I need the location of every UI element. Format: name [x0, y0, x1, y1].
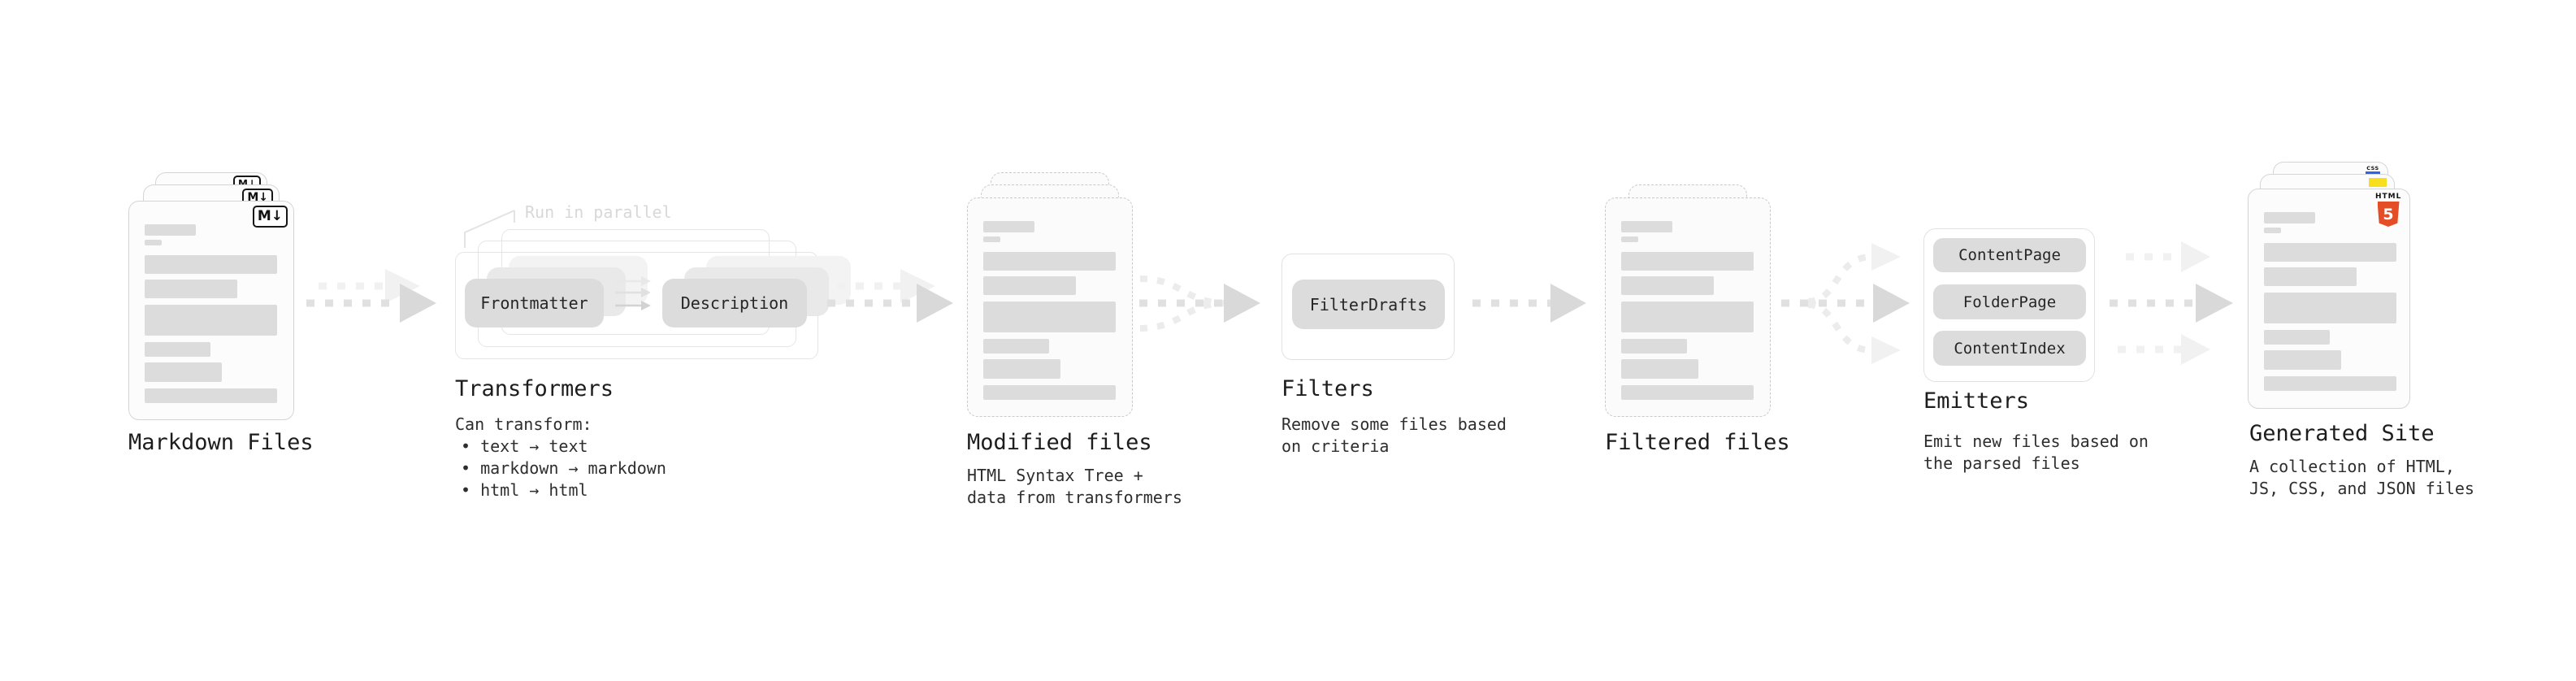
- file-card-front: HTML 5: [2248, 189, 2410, 409]
- run-in-parallel-note: Run in parallel: [525, 202, 672, 222]
- text-line-placeholder: [145, 240, 162, 245]
- text-line-placeholder: [1621, 276, 1714, 295]
- filters-desc: Remove some files based on criteria: [1281, 414, 1507, 458]
- html5-icon: HTML 5: [2375, 193, 2401, 227]
- text-line-placeholder: [2264, 267, 2357, 286]
- text-line-placeholder: [145, 362, 222, 382]
- filters-label: Filters: [1281, 376, 1374, 401]
- emitters-label: Emitters: [1923, 388, 2030, 414]
- desc-line: • markdown → markdown: [461, 458, 666, 478]
- text-line-placeholder: [2264, 293, 2396, 323]
- filters-box: [1281, 254, 1455, 360]
- desc-line: Emit new files based on: [1923, 432, 2149, 451]
- text-line-placeholder: [145, 305, 277, 336]
- css3-icon: CSS: [2366, 165, 2380, 175]
- file-card-front: M↓: [128, 201, 294, 420]
- generated-site-desc: A collection of HTML, JS, CSS, and JSON …: [2249, 456, 2474, 500]
- text-line-placeholder: [983, 221, 1034, 232]
- text-line-placeholder: [1621, 359, 1698, 379]
- markdown-icon: M↓: [252, 206, 288, 228]
- text-line-placeholder: [2264, 228, 2281, 233]
- transformers-label: Transformers: [455, 376, 614, 401]
- desc-line: the parsed files: [1923, 453, 2080, 473]
- text-line-placeholder: [1621, 385, 1754, 400]
- modified-files-label: Modified files: [967, 430, 1152, 455]
- desc-line: Remove some files based: [1281, 414, 1507, 434]
- text-line-placeholder: [2264, 350, 2341, 370]
- desc-line: on criteria: [1281, 436, 1390, 456]
- file-card-front: [1605, 197, 1771, 417]
- text-line-placeholder: [1621, 221, 1672, 232]
- text-line-placeholder: [983, 359, 1060, 379]
- desc-line: HTML Syntax Tree +: [967, 466, 1143, 485]
- text-line-placeholder: [1621, 252, 1754, 271]
- transformer-description-pill: Description: [662, 279, 807, 327]
- desc-line: Can transform:: [455, 414, 592, 434]
- text-line-placeholder: [2264, 212, 2315, 223]
- desc-line: A collection of HTML,: [2249, 457, 2455, 476]
- arrow-filtered-to-emitters-diverge: [1781, 243, 1910, 364]
- text-line-placeholder: [983, 385, 1116, 400]
- emitter-contentpage-pill: ContentPage: [1933, 238, 2086, 272]
- text-line-placeholder: [2264, 376, 2396, 391]
- desc-line: JS, CSS, and JSON files: [2249, 479, 2474, 498]
- text-line-placeholder: [983, 252, 1116, 271]
- text-line-placeholder: [1621, 339, 1687, 354]
- desc-line: • html → html: [461, 480, 588, 500]
- text-line-placeholder: [983, 236, 1000, 242]
- transformers-desc: Can transform: • text → text • markdown …: [455, 414, 666, 501]
- transformer-frontmatter-pill: Frontmatter: [465, 279, 604, 327]
- arrow-emitters-to-site-triple: [2110, 241, 2233, 365]
- text-line-placeholder: [2264, 243, 2396, 262]
- emitters-desc: Emit new files based on the parsed files: [1923, 431, 2149, 475]
- modified-files-desc: HTML Syntax Tree + data from transformer…: [967, 465, 1182, 509]
- text-line-placeholder: [145, 388, 277, 403]
- text-line-placeholder: [983, 301, 1116, 332]
- desc-line: • text → text: [461, 436, 588, 456]
- text-line-placeholder: [145, 224, 196, 236]
- text-line-placeholder: [1621, 301, 1754, 332]
- emitters-box: [1923, 228, 2095, 382]
- text-line-placeholder: [2264, 330, 2330, 345]
- markdown-files-label: Markdown Files: [128, 430, 314, 455]
- emitter-contentindex-pill: ContentIndex: [1933, 331, 2086, 366]
- text-line-placeholder: [1621, 236, 1638, 242]
- arrow-modified-to-filters-merge: [1139, 275, 1260, 332]
- text-line-placeholder: [145, 342, 210, 357]
- text-line-placeholder: [145, 280, 237, 298]
- file-card-front: [967, 197, 1133, 417]
- filter-drafts-pill: FilterDrafts: [1292, 280, 1445, 329]
- desc-line: data from transformers: [967, 488, 1182, 507]
- arrow-files-to-transformers: [306, 269, 436, 323]
- text-line-placeholder: [145, 255, 277, 274]
- filtered-files-label: Filtered files: [1605, 430, 1790, 455]
- javascript-icon: [2369, 178, 2387, 187]
- text-line-placeholder: [983, 276, 1076, 295]
- text-line-placeholder: [983, 339, 1049, 354]
- emitter-folderpage-pill: FolderPage: [1933, 284, 2086, 319]
- generated-site-label: Generated Site: [2249, 421, 2435, 446]
- arrow-filters-to-filtered: [1472, 284, 1586, 323]
